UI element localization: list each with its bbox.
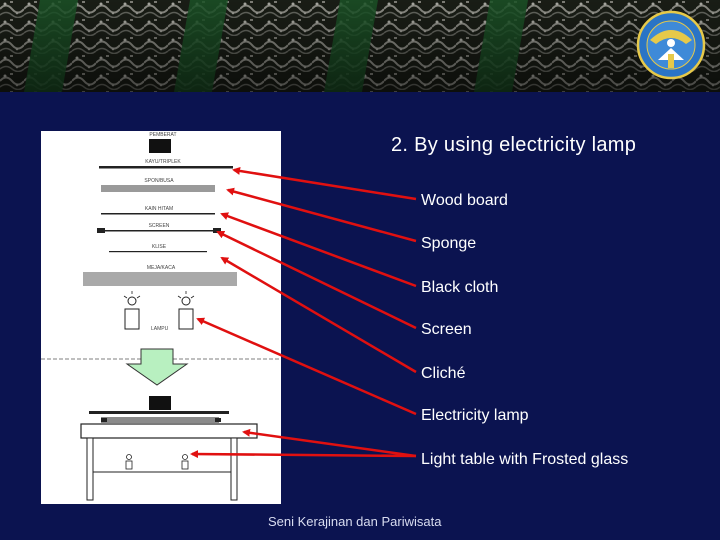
diagram-label-screen: SCREEN — [149, 223, 170, 229]
diagram-label-cloth: KAIN HITAM — [145, 206, 173, 212]
label-black-cloth: Black cloth — [421, 279, 499, 296]
table-lamp-left-icon — [125, 454, 133, 470]
glass-table-layer — [83, 272, 237, 286]
weight-block-lower — [149, 396, 171, 410]
label-sponge: Sponge — [421, 235, 477, 252]
weight-block — [149, 139, 171, 153]
diagram-label-table: MEJA/KACA — [147, 265, 176, 271]
label-electricity-lamp: Electricity lamp — [421, 407, 529, 424]
diagram-label-wood: KAYU/TRIPLEK — [145, 159, 181, 165]
lower-sponge — [101, 417, 219, 423]
screen-frame-left — [97, 228, 105, 233]
label-wood-board: Wood board — [421, 192, 508, 209]
diagram-label-cliche: KLISE — [152, 244, 167, 250]
screen-frame-right — [213, 228, 221, 233]
lower-board — [89, 411, 229, 414]
label-light-table: Light table with Frosted glass — [421, 451, 629, 468]
table-lamp-right-icon — [181, 454, 189, 470]
lower-frame-right — [215, 418, 221, 422]
diagram-label-sponge: SPON/BUSA — [144, 178, 174, 184]
screen-exposure-diagram: PEMBERAT KAYU/TRIPLEK SPON/BUSA KAIN HIT… — [41, 131, 281, 504]
label-screen: Screen — [421, 321, 472, 338]
black-cloth-layer — [101, 213, 215, 215]
diagram-label-lamp: LAMPU — [151, 326, 169, 332]
table-leg-left — [86, 437, 94, 501]
slide-footer: Seni Kerajinan dan Pariwisata — [268, 514, 442, 529]
label-cliche: Cliché — [421, 365, 466, 382]
batik-banner — [0, 0, 720, 92]
lamp-right-icon — [177, 291, 195, 330]
cliche-layer — [109, 251, 207, 253]
wood-board-layer — [99, 166, 233, 169]
diagram-label-weight: PEMBERAT — [149, 132, 176, 138]
screen-layer — [97, 230, 221, 232]
lower-frame-left — [101, 418, 107, 422]
lamp-left-icon — [123, 291, 141, 330]
down-arrow-icon — [125, 348, 189, 386]
batik-pattern-image — [0, 0, 720, 92]
tut-wuri-handayani-logo — [636, 10, 706, 80]
table-leg-right — [230, 437, 238, 501]
slide-title: 2. By using electricity lamp — [391, 134, 637, 156]
light-table-top — [80, 423, 258, 439]
sponge-layer — [101, 185, 215, 192]
